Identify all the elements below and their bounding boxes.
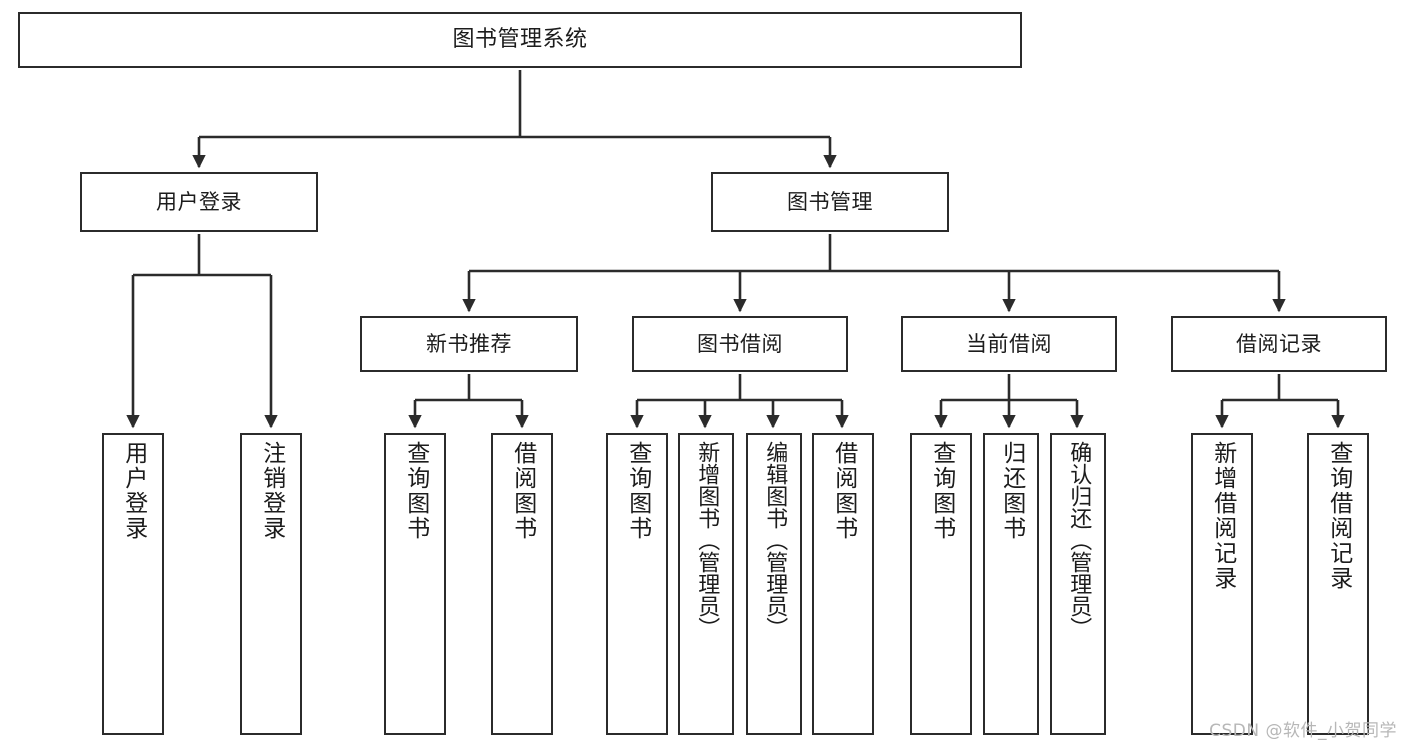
node-leaf-user-login[interactable]: 用户登录 — [102, 433, 164, 735]
node-label: 用户登录 — [120, 441, 147, 541]
node-label: 新书推荐 — [426, 331, 512, 356]
node-label: 查询图书 — [624, 441, 651, 541]
node-label: 新增图书（管理员） — [694, 441, 720, 639]
node-leaf-user-logout[interactable]: 注销登录 — [240, 433, 302, 735]
node-label: 借阅记录 — [1236, 331, 1322, 356]
node-leaf-add-borrow-record[interactable]: 新增借阅记录 — [1191, 433, 1253, 735]
node-label: 注销登录 — [258, 441, 285, 541]
node-leaf-borrow-book-recommend[interactable]: 借阅图书 — [491, 433, 553, 735]
csdn-watermark: CSDN @软件_小贺同学 — [1209, 721, 1397, 741]
node-label: 查询图书 — [928, 441, 955, 541]
node-label: 查询图书 — [402, 441, 429, 541]
node-leaf-query-book-recommend[interactable]: 查询图书 — [384, 433, 446, 735]
node-label: 查询借阅记录 — [1325, 441, 1352, 591]
node-label: 图书借阅 — [697, 331, 783, 356]
node-label: 借阅图书 — [509, 441, 536, 541]
node-user-login[interactable]: 用户登录 — [80, 172, 318, 232]
node-current-borrow[interactable]: 当前借阅 — [901, 316, 1117, 372]
node-book-borrow[interactable]: 图书借阅 — [632, 316, 848, 372]
node-root-book-management-system[interactable]: 图书管理系统 — [18, 12, 1022, 68]
node-label: 当前借阅 — [966, 331, 1052, 356]
node-label: 确认归还（管理员） — [1066, 441, 1092, 639]
node-leaf-query-book-borrow[interactable]: 查询图书 — [606, 433, 668, 735]
node-leaf-edit-book-admin[interactable]: 编辑图书（管理员） — [746, 433, 802, 735]
node-leaf-borrow-book[interactable]: 借阅图书 — [812, 433, 874, 735]
node-label: 用户登录 — [156, 189, 242, 214]
node-leaf-confirm-return-admin[interactable]: 确认归还（管理员） — [1050, 433, 1106, 735]
node-leaf-return-book[interactable]: 归还图书 — [983, 433, 1039, 735]
node-label: 图书管理 — [787, 189, 873, 214]
node-label: 图书管理系统 — [452, 27, 588, 53]
node-label: 编辑图书（管理员） — [762, 441, 788, 639]
node-label: 归还图书 — [998, 441, 1025, 541]
node-label: 借阅图书 — [830, 441, 857, 541]
node-borrow-record[interactable]: 借阅记录 — [1171, 316, 1387, 372]
node-label: 新增借阅记录 — [1209, 441, 1236, 591]
node-leaf-add-book-admin[interactable]: 新增图书（管理员） — [678, 433, 734, 735]
node-leaf-query-borrow-record[interactable]: 查询借阅记录 — [1307, 433, 1369, 735]
node-book-management[interactable]: 图书管理 — [711, 172, 949, 232]
node-leaf-query-book-current[interactable]: 查询图书 — [910, 433, 972, 735]
node-new-book-recommend[interactable]: 新书推荐 — [360, 316, 578, 372]
